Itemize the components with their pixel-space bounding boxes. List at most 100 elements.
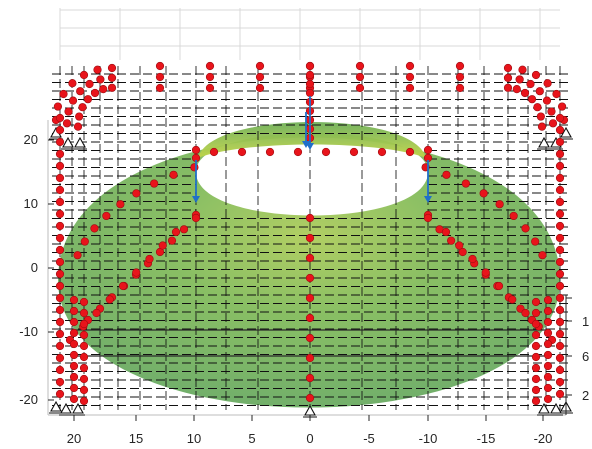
- x-tick-label: 20: [67, 431, 81, 446]
- truss-node: [237, 147, 247, 157]
- truss-node: [205, 61, 215, 71]
- truss-node: [55, 221, 65, 231]
- truss-node: [305, 253, 315, 263]
- truss-node: [79, 330, 89, 340]
- truss-node: [55, 149, 65, 159]
- pin-support-icon: [550, 402, 562, 414]
- x-tick-label: -5: [363, 431, 375, 446]
- truss-node: [531, 341, 541, 351]
- truss-node: [69, 328, 79, 338]
- truss-node: [305, 293, 315, 303]
- truss-node: [167, 236, 177, 245]
- truss-node: [555, 269, 565, 279]
- truss-node: [555, 329, 565, 339]
- truss-node: [548, 119, 558, 128]
- truss-node: [96, 75, 105, 84]
- truss-node: [515, 75, 524, 84]
- truss-node: [69, 317, 79, 327]
- truss-node: [79, 352, 89, 362]
- truss-node: [69, 339, 79, 349]
- truss-node: [79, 70, 89, 80]
- truss-node: [543, 372, 553, 382]
- truss-node: [555, 377, 565, 387]
- truss-node: [355, 83, 365, 93]
- truss-node: [191, 145, 201, 155]
- truss-node: [305, 70, 315, 80]
- truss-node: [458, 247, 467, 257]
- truss-node: [169, 170, 178, 179]
- truss-node: [76, 87, 85, 96]
- load-arrows: [192, 96, 432, 203]
- pin-support-icon: [74, 136, 86, 148]
- truss-node: [503, 73, 513, 82]
- truss-node: [255, 72, 265, 82]
- truss-node: [255, 61, 265, 71]
- truss-node: [179, 225, 189, 234]
- truss-node: [536, 112, 545, 121]
- truss-node: [145, 254, 154, 264]
- truss-node: [99, 85, 108, 94]
- truss-node: [555, 149, 565, 159]
- truss-node: [305, 373, 315, 383]
- truss-node: [55, 137, 65, 147]
- truss-node: [555, 353, 565, 363]
- truss-node: [543, 394, 553, 404]
- truss-node: [69, 372, 79, 382]
- truss-node: [377, 147, 387, 157]
- truss-node: [171, 227, 181, 237]
- truss-node: [555, 113, 565, 123]
- truss-node: [79, 396, 89, 406]
- truss-node: [455, 72, 465, 82]
- truss-node: [455, 61, 465, 71]
- truss-node: [305, 313, 315, 323]
- z-axis-partial: 1 6 2: [565, 295, 589, 415]
- truss-node: [543, 306, 553, 316]
- truss-node: [555, 389, 565, 399]
- truss-node: [55, 209, 65, 219]
- truss-node: [90, 88, 100, 98]
- truss-node: [557, 102, 567, 111]
- arrow-head-icon: [192, 196, 200, 203]
- truss-node: [531, 297, 541, 307]
- truss-node: [55, 113, 65, 123]
- truss-node: [155, 83, 165, 93]
- truss-node: [555, 125, 565, 135]
- truss-node: [305, 88, 315, 98]
- truss-node: [55, 281, 65, 291]
- truss-node: [53, 102, 63, 111]
- truss-node: [543, 339, 553, 349]
- truss-node: [73, 251, 82, 260]
- truss-node: [555, 341, 565, 351]
- z-tick-label: 1: [582, 314, 589, 329]
- y-tick-label: -10: [19, 324, 38, 339]
- pin-support-icon: [538, 402, 550, 414]
- truss-node: [305, 61, 315, 71]
- truss-node: [69, 295, 79, 305]
- truss-node: [79, 341, 89, 351]
- truss-node: [521, 308, 530, 318]
- truss-node: [305, 79, 315, 89]
- truss-node: [305, 233, 315, 243]
- truss-node: [555, 185, 565, 195]
- truss-node: [509, 211, 518, 221]
- x-tick-label: 0: [306, 431, 313, 446]
- truss-node: [555, 257, 565, 267]
- truss-node: [531, 237, 540, 246]
- truss-node: [555, 281, 565, 291]
- x-axis-tick-labels: 20 15 10 5 0 -5 -10 -15 -20: [67, 431, 553, 446]
- truss-node: [102, 211, 111, 221]
- truss-node: [543, 317, 553, 327]
- truss-node: [150, 179, 159, 188]
- truss-node: [55, 341, 65, 351]
- truss-node: [531, 308, 541, 318]
- truss-node: [79, 374, 89, 384]
- y-tick-label: -20: [19, 392, 38, 407]
- truss-node: [537, 122, 547, 131]
- truss-node: [293, 147, 303, 157]
- truss-node: [55, 185, 65, 195]
- truss-node: [55, 305, 65, 315]
- truss-node: [55, 173, 65, 183]
- y-tick-label: 20: [24, 132, 38, 147]
- pin-support-icon: [304, 404, 316, 416]
